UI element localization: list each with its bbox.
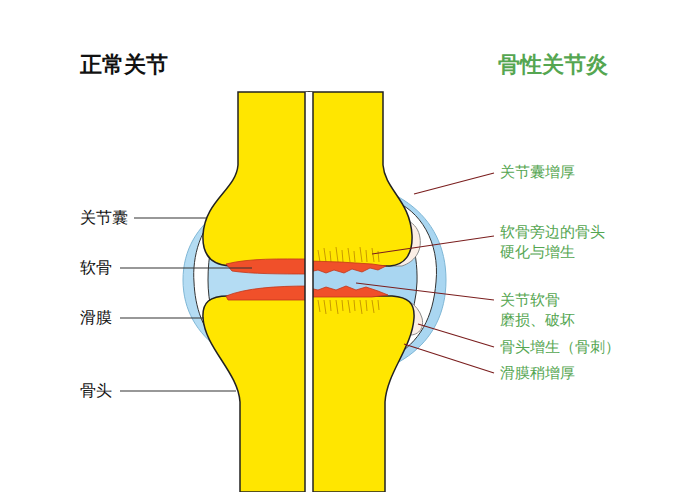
divider-line [312,92,314,492]
femur-bone [203,92,309,266]
leader-line [404,344,494,373]
divider-line [304,92,306,492]
leader-lines [356,173,494,373]
femur-bone [309,92,412,266]
leader-line [134,217,206,218]
leader-line [418,324,494,347]
part-label: 滑膜 [80,307,112,329]
hatch-lines [318,300,379,314]
worn-cartilage [309,261,386,273]
panel-heading: 正常关节 [80,50,168,80]
leader-line [120,317,204,318]
cartilage [226,259,309,274]
leader-lines [120,218,252,391]
part-label: 关节囊 [80,207,128,229]
part-label: 关节软骨 磨损、破坏 [500,290,592,331]
part-label: 滑膜稍增厚 [500,363,575,383]
cartilage [226,286,309,300]
divider-strip [305,92,313,492]
part-label: 软骨 [80,257,112,279]
part-label: 软骨旁边的骨头 硬化与增生 [500,222,632,263]
sclerosis-hatching [318,247,379,314]
part-label: 关节囊增厚 [500,162,575,182]
part-label: 骨头增生（骨刺） [500,337,620,357]
leader-line [356,283,494,300]
leader-line [372,236,494,254]
panel-heading: 骨性关节炎 [498,50,608,80]
tibia-bone [309,296,414,492]
part-label: 骨头 [80,380,112,402]
tibia-bone [203,296,309,492]
worn-cartilage [309,286,388,297]
leader-line [120,267,252,268]
hatch-lines [318,247,379,262]
leader-line [414,173,494,194]
leader-line [120,390,236,391]
